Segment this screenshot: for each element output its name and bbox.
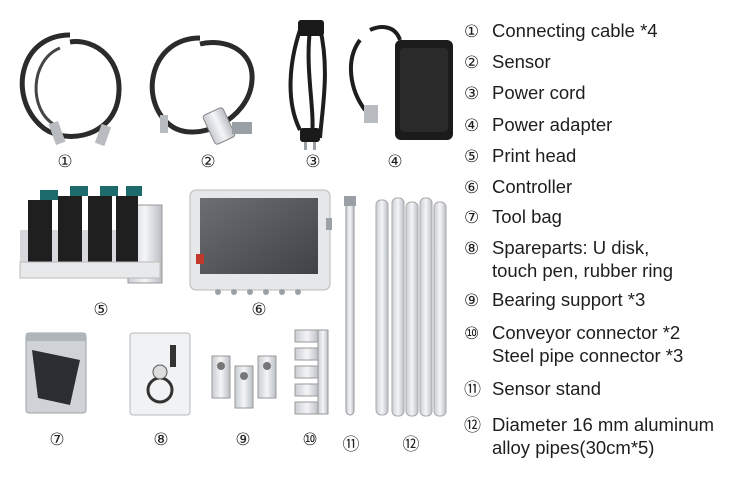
item-number: ⑥ bbox=[251, 300, 267, 320]
sensor-stand-image bbox=[344, 196, 356, 416]
legend-text: Sensor stand bbox=[492, 378, 602, 399]
legend-text: Tool bag bbox=[492, 206, 562, 227]
connecting-cable-image bbox=[19, 32, 122, 147]
item-number: ⑪ bbox=[342, 435, 360, 455]
legend-text: Connecting cable *4 bbox=[492, 20, 658, 41]
item-number: ⑦ bbox=[49, 430, 65, 450]
connectors-image bbox=[294, 329, 329, 415]
spare-parts-image bbox=[129, 332, 191, 416]
aluminum-pipes-image bbox=[375, 197, 447, 417]
bearing-support-image bbox=[211, 355, 277, 409]
item-number: ⑫ bbox=[402, 435, 420, 455]
print-head-image bbox=[19, 186, 163, 284]
tool-bag-image bbox=[25, 332, 87, 414]
item-number: ④ bbox=[387, 152, 403, 172]
legend-text: Bearing support *3 bbox=[492, 289, 646, 310]
legend-text-line2: touch pen, rubber ring bbox=[492, 260, 674, 281]
power-adapter-image bbox=[348, 25, 453, 140]
item-number: ⑧ bbox=[153, 430, 169, 450]
legend-text: Diameter 16 mm aluminum bbox=[492, 414, 715, 435]
legend-text: Conveyor connector *2 bbox=[492, 322, 681, 343]
legend-text: Print head bbox=[492, 145, 577, 166]
legend-text-line2: alloy pipes(30cm*5) bbox=[492, 437, 655, 458]
controller-image bbox=[189, 189, 332, 295]
item-number: ③ bbox=[305, 152, 321, 172]
item-number: ② bbox=[200, 152, 216, 172]
legend-text: Power cord bbox=[492, 82, 586, 103]
item-number: ⑤ bbox=[93, 300, 109, 320]
sensor-image bbox=[149, 35, 255, 145]
power-cord-image bbox=[288, 20, 327, 150]
legend-text: Power adapter bbox=[492, 114, 613, 135]
item-number: ⑩ bbox=[302, 430, 318, 450]
legend-text: Controller bbox=[492, 176, 573, 197]
legend-text: Spareparts: U disk, bbox=[492, 237, 650, 258]
item-number: ⑨ bbox=[235, 430, 251, 450]
item-number: ① bbox=[57, 152, 73, 172]
legend-text: Sensor bbox=[492, 51, 551, 72]
legend-text-line2: Steel pipe connector *3 bbox=[492, 345, 684, 366]
